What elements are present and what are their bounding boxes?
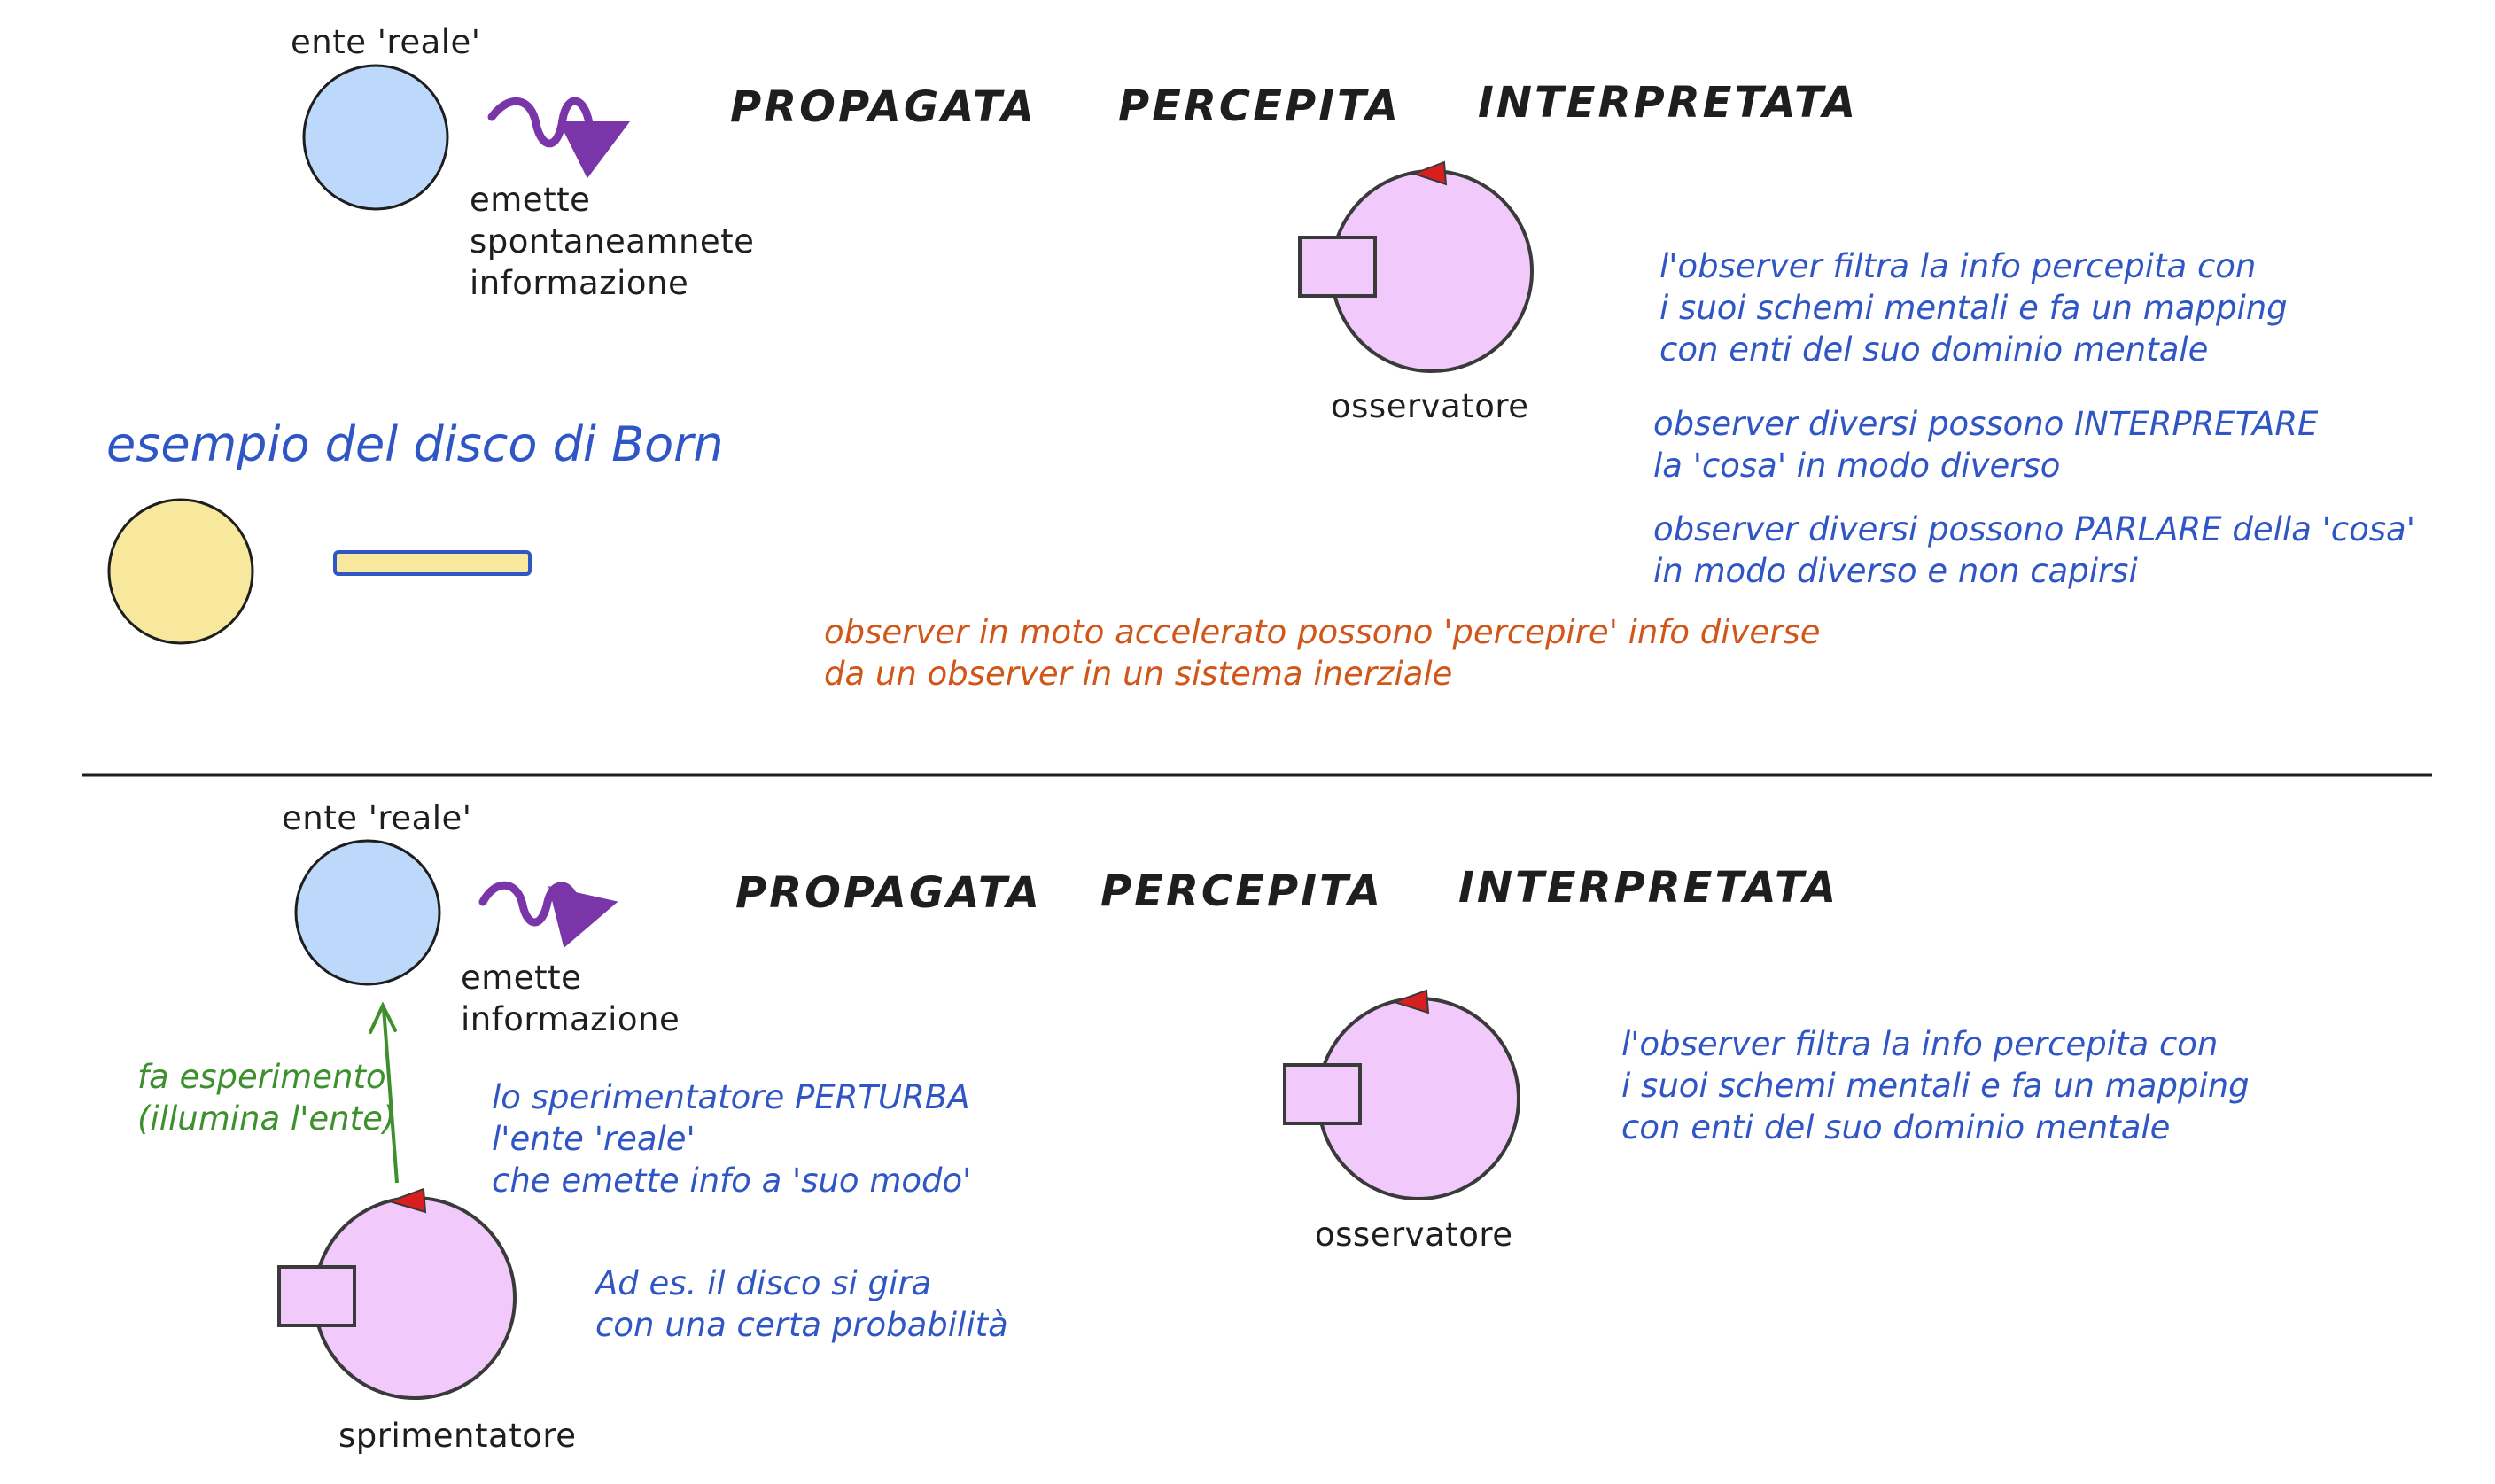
- note-line: l'observer filtra la info percepita con: [1621, 1025, 2219, 1063]
- stage-propagata-top: PROPAGATA: [730, 82, 1037, 132]
- observer-bottom: [1283, 989, 1520, 1200]
- observer-label-top: osservatore: [1331, 387, 1529, 425]
- observer-label-bottom: osservatore: [1315, 1216, 1513, 1254]
- note-line: con una certa probabilità: [595, 1306, 1008, 1344]
- note-line: observer diversi possono PARLARE della '…: [1653, 510, 2415, 548]
- stage-propagata-bottom: PROPAGATA: [735, 868, 1042, 918]
- stage-percepita-bottom: PERCEPITA: [1100, 866, 1384, 916]
- born-heading: esempio del disco di Born: [106, 416, 724, 472]
- stage-interpretata-top: INTERPRETATA: [1478, 78, 1859, 128]
- note-line: in modo diverso e non capirsi: [1653, 552, 2138, 590]
- experimenter-marker: [386, 1187, 427, 1214]
- emette-text-bottom: emette informazione: [461, 957, 680, 1040]
- note-line: observer diversi possono INTERPRETARE: [1653, 405, 2319, 443]
- ente-reale-circle-top: [302, 64, 449, 211]
- note-line: che emette info a 'suo modo': [492, 1162, 972, 1200]
- experimenter: [277, 1187, 517, 1400]
- stage-interpretata-bottom: INTERPRETATA: [1458, 863, 1839, 913]
- emission-wave-top: [487, 97, 631, 179]
- ente-label-top: ente 'reale': [291, 23, 481, 61]
- note-line: la 'cosa' in modo diverso: [1653, 447, 2061, 485]
- observer-box-bottom: [1283, 1063, 1362, 1125]
- emette-line: spontaneamnete: [470, 222, 755, 260]
- note-line: i suoi schemi mentali e fa un mapping: [1659, 289, 2288, 327]
- observer-marker-top: [1411, 160, 1448, 186]
- example-note: Ad es. il disco si gira con una certa pr…: [595, 1263, 1008, 1346]
- stage-percepita-top: PERCEPITA: [1118, 82, 1402, 131]
- experiment-note: fa esperimento (illumina l'ente): [137, 1056, 395, 1139]
- note-line: con enti del suo dominio mentale: [1621, 1108, 2171, 1146]
- perturb-note: lo sperimentatore PERTURBA l'ente 'reale…: [492, 1076, 971, 1201]
- ente-label-bottom: ente 'reale': [282, 799, 472, 837]
- note-interpret: observer diversi possono INTERPRETARE la…: [1653, 403, 2318, 486]
- emette-line: emette: [470, 181, 591, 219]
- note-line: lo sperimentatore PERTURBA: [492, 1078, 970, 1116]
- emission-wave-bottom: [478, 881, 618, 949]
- born-disc-circle: [107, 498, 254, 645]
- experimenter-box: [277, 1265, 356, 1327]
- note-line: Ad es. il disco si gira: [595, 1264, 932, 1302]
- note-line: l'observer filtra la info percepita con: [1659, 247, 2257, 285]
- experiment-arrow: [369, 1001, 399, 1184]
- emette-line: informazione: [470, 264, 689, 302]
- note-line: (illumina l'ente): [137, 1099, 396, 1138]
- note-line: i suoi schemi mentali e fa un mapping: [1621, 1067, 2250, 1105]
- note-line: con enti del suo dominio mentale: [1659, 330, 2209, 369]
- note-line: observer in moto accelerato possono 'per…: [824, 613, 1821, 651]
- note-line: fa esperimento: [137, 1058, 386, 1096]
- note-talk: observer diversi possono PARLARE della '…: [1653, 509, 2415, 592]
- emette-line: emette: [461, 959, 582, 997]
- observer-box-top: [1298, 236, 1377, 298]
- note-accelerated: observer in moto accelerato possono 'per…: [824, 611, 1820, 695]
- ente-reale-circle-bottom: [294, 839, 441, 986]
- note-filter-bottom: l'observer filtra la info percepita con …: [1621, 1023, 2250, 1148]
- emette-line: informazione: [461, 1000, 680, 1038]
- experimenter-label: sprimentatore: [338, 1417, 577, 1455]
- note-line: da un observer in un sistema inerziale: [824, 655, 1453, 693]
- note-filter-top: l'observer filtra la info percepita con …: [1659, 245, 2288, 370]
- note-line: l'ente 'reale': [492, 1120, 696, 1158]
- observer-marker-bottom: [1391, 989, 1430, 1014]
- born-disc-edge: [333, 550, 532, 576]
- emette-text-top: emette spontaneamnete informazione: [470, 179, 754, 304]
- observer-top: [1298, 160, 1534, 373]
